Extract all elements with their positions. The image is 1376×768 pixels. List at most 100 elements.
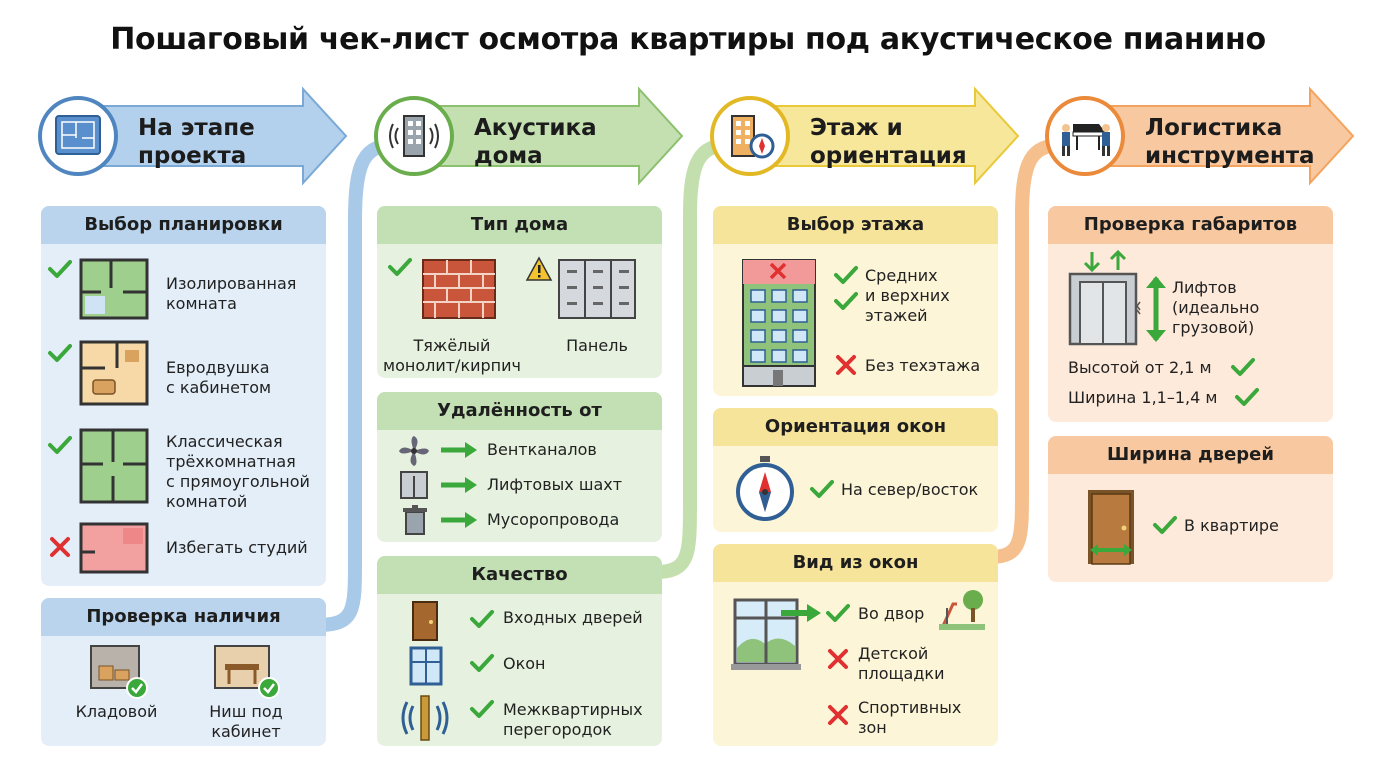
courtyard-icon	[939, 590, 985, 630]
list-item: В квартире	[1184, 516, 1279, 535]
list-item: Вентканалов	[487, 440, 597, 459]
card-title: Удалённость от	[377, 392, 662, 430]
compass-icon	[736, 456, 794, 521]
building-compass-icon	[710, 96, 790, 176]
check-icon	[48, 436, 72, 454]
cross-icon	[50, 537, 70, 557]
panel-house-icon	[558, 259, 636, 319]
check-icon	[834, 292, 858, 310]
piano-movers-icon	[1045, 96, 1125, 176]
brick-wall-icon	[422, 259, 496, 319]
list-item: Без техэтажа	[865, 356, 981, 375]
card-title: Проверка наличия	[41, 598, 326, 636]
list-item: Высотой от 2,1 м	[1068, 358, 1212, 377]
column-project-stage: На этапе проекта Выбор планировки Изолир…	[38, 86, 358, 756]
floorplan-icon	[79, 428, 149, 504]
floorplan-icon	[79, 340, 149, 406]
window-icon	[409, 646, 443, 686]
card-distance-from: Удалённость от Вентканалов Лифтовых шахт…	[377, 392, 662, 542]
trash-icon	[403, 505, 427, 535]
card-title: Выбор этажа	[713, 206, 998, 244]
height-arrow-icon	[1136, 276, 1166, 342]
card-quality: Качество Входных дверей Окон Межквартирн…	[377, 556, 662, 746]
list-item: Мусоропровода	[487, 510, 620, 529]
list-item: На север/восток	[841, 480, 979, 499]
header-arrow	[413, 86, 684, 186]
card-window-orientation: Ориентация окон На север/восток	[713, 408, 998, 532]
list-item: Панель	[566, 336, 628, 355]
cross-icon	[828, 705, 848, 725]
card-door-width: Ширина дверей В квартире	[1048, 436, 1333, 582]
column-title: На этапе проекта	[138, 115, 255, 169]
elevator-shaft-icon	[400, 471, 428, 499]
arrow-icon	[441, 442, 477, 458]
page-title: Пошаговый чек-лист осмотра квартиры под …	[110, 22, 1266, 57]
arrow-icon	[441, 512, 477, 528]
check-icon	[48, 260, 72, 278]
arrow-icon	[441, 477, 477, 493]
list-item: Кладовой	[75, 702, 158, 721]
check-icon	[1235, 388, 1259, 406]
blueprint-icon	[38, 96, 118, 176]
elevator-icon	[1068, 272, 1138, 346]
studio-floorplan-icon	[79, 522, 149, 574]
check-icon	[470, 654, 494, 672]
door-width-icon	[1088, 490, 1134, 565]
warning-icon	[525, 256, 553, 281]
check-icon	[834, 266, 858, 284]
partition-wall-icon	[401, 695, 449, 741]
header-arrow	[1084, 86, 1355, 186]
check-icon	[1153, 516, 1177, 534]
card-title: Качество	[377, 556, 662, 594]
arrow-icon	[781, 604, 821, 622]
card-title: Выбор планировки	[41, 206, 326, 244]
card-title: Проверка габаритов	[1048, 206, 1333, 244]
building-sound-icon	[374, 96, 454, 176]
cross-icon	[828, 649, 848, 669]
cross-icon	[836, 355, 856, 375]
door-icon	[412, 601, 438, 641]
list-item: Во двор	[858, 604, 925, 623]
list-item: Ширина 1,1–1,4 м	[1068, 388, 1218, 407]
check-icon	[810, 480, 834, 498]
storage-room-icon	[90, 645, 148, 699]
card-title: Вид из окон	[713, 544, 998, 582]
check-icon	[470, 610, 494, 628]
check-icon	[470, 700, 494, 718]
fan-icon	[399, 436, 429, 466]
niche-icon	[214, 645, 280, 699]
card-title: Ширина дверей	[1048, 436, 1333, 474]
list-item: Избегать студий	[166, 538, 308, 557]
check-icon	[826, 604, 850, 622]
list-item: Лифтовых шахт	[487, 475, 623, 494]
check-icon	[48, 344, 72, 362]
check-icon	[1231, 358, 1255, 376]
check-icon	[388, 258, 412, 276]
apartment-building-icon	[742, 259, 816, 387]
card-title: Ориентация окон	[713, 408, 998, 446]
up-down-arrows-icon	[1083, 250, 1127, 272]
header-arrow	[77, 86, 348, 186]
floorplan-icon	[79, 258, 149, 320]
header-arrow	[749, 86, 1020, 186]
